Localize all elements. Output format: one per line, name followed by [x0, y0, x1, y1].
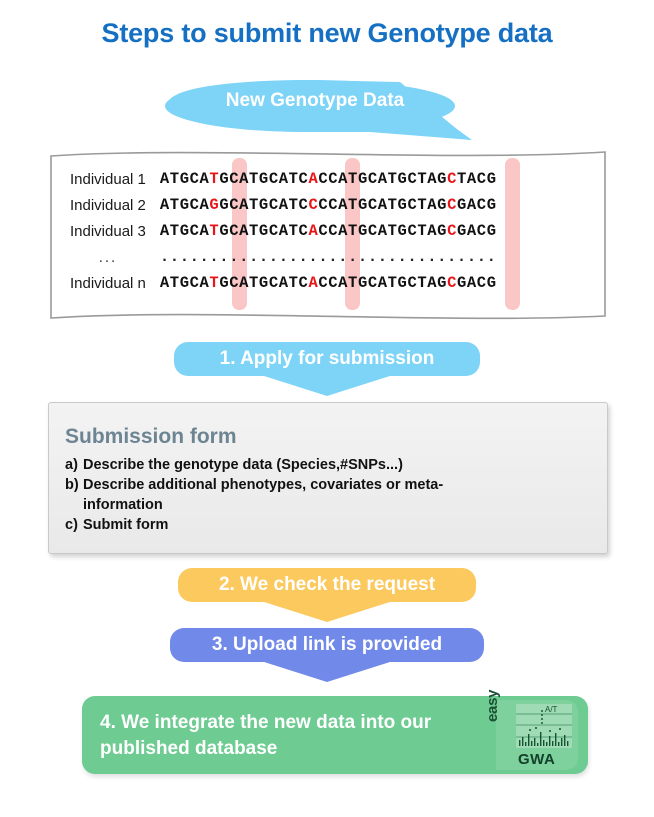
step-banner-3-label: 3. Upload link is provided [170, 628, 484, 662]
sheet-outline-icon [50, 151, 606, 320]
snp-highlight-3 [505, 158, 520, 310]
genotype-row-sequence: ATGCATGCATGCATCACCATGCATGCTAGCTACG [159, 170, 497, 188]
genotype-table: Individual 1 ATGCATGCATGCATCACCATGCATGCTA… [70, 166, 497, 296]
new-genotype-data-label: New Genotype Data [225, 90, 405, 111]
final-step-label: 4. We integrate the new data into our pu… [100, 712, 432, 759]
page-title: Steps to submit new Genotype data [101, 18, 553, 48]
submission-form-title: Submission form [65, 425, 237, 448]
new-genotype-data-banner: New Genotype Data [160, 78, 510, 140]
manhattan-plot-icon: A/T [516, 704, 572, 748]
logo-gwa-text: GWA [518, 751, 556, 768]
genotype-row-label: Individual 1 [70, 170, 146, 188]
genotype-row: Individual 1 ATGCATGCATGCATCACCATGCATGCTA… [70, 166, 497, 192]
genotype-row-sequence: ATGCAGGCATGCATCCCCATGCATGCTAGCGACG [159, 196, 497, 214]
step-banner-2-arrow-icon [261, 601, 393, 622]
step-banner-1-arrow-icon [261, 375, 393, 396]
genotype-row: Individual 3 ATGCATGCATGCATCACCATGCATGCTA… [70, 218, 497, 244]
genotype-row-sequence: .................................. [159, 248, 497, 266]
genotype-row: Individual n ATGCATGCATGCATCACCATGCATGCTA… [70, 270, 497, 296]
easygwa-logo[interactable]: easy [484, 690, 578, 770]
step-banner-2[interactable]: 2. We check the request [178, 568, 476, 622]
submission-form-item: b)Describe additional phenotypes, covari… [65, 477, 444, 493]
final-step-card[interactable]: 4. We integrate the new data into our pu… [82, 690, 588, 774]
genotype-row-label: ... [98, 248, 118, 266]
submission-form-item: c)Submit form [65, 517, 169, 533]
logo-easy-text: easy [484, 689, 501, 722]
step-banner-2-label: 2. We check the request [178, 568, 476, 602]
step-banner-3[interactable]: 3. Upload link is provided [170, 628, 484, 682]
submission-form-item: a)Describe the genotype data (Species,#S… [65, 457, 403, 473]
genotype-row-sequence: ATGCATGCATGCATCACCATGCATGCTAGCGACG [159, 274, 497, 292]
genotype-table-body: Individual 1 ATGCATGCATGCATCACCATGCATGCTA… [70, 166, 497, 296]
submission-form-card[interactable]: Submission form a)Describe the genotype … [48, 402, 608, 554]
genotype-row-label: Individual n [70, 274, 146, 292]
genotype-row-sequence: ATGCATGCATGCATCACCATGCATGCTAGCGACG [159, 222, 497, 240]
sequence-area: Individual 1 ATGCATGCATGCATCACCATGCATGCTA… [48, 148, 608, 323]
submission-form-items: a)Describe the genotype data (Species,#S… [65, 456, 593, 536]
step-banner-1-label: 1. Apply for submission [174, 342, 480, 376]
genotype-row-label: Individual 3 [70, 222, 146, 240]
genotype-row: ..................................... [70, 244, 497, 270]
logo-annotation-text: A/T [545, 705, 558, 714]
submission-form-item-continuation: information [83, 497, 163, 513]
genotype-row: Individual 2 ATGCAGGCATGCATCCCCATGCATGCTA… [70, 192, 497, 218]
step-banner-1[interactable]: 1. Apply for submission [174, 342, 480, 396]
banner-shape-icon [165, 80, 472, 140]
genotype-data-sheet: Individual 1 ATGCATGCATGCATCACCATGCATGCTA… [48, 148, 608, 323]
genotype-row-label: Individual 2 [70, 196, 146, 214]
step-banner-3-arrow-icon [261, 661, 393, 682]
